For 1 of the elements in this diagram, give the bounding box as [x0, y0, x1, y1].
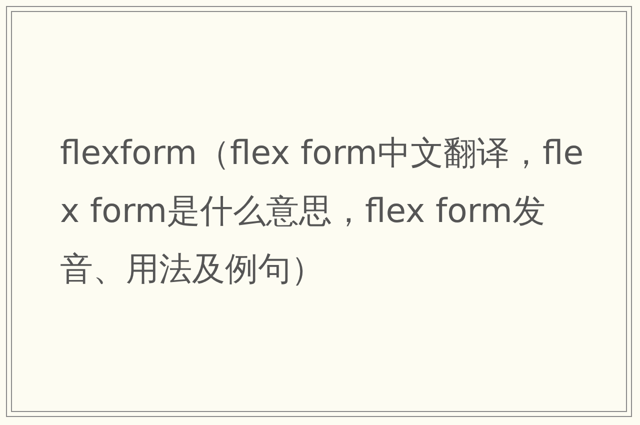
- title: flexform（flex form中文翻译，flex form是什么意思，flex form发音、用法及例句）: [60, 132, 585, 290]
